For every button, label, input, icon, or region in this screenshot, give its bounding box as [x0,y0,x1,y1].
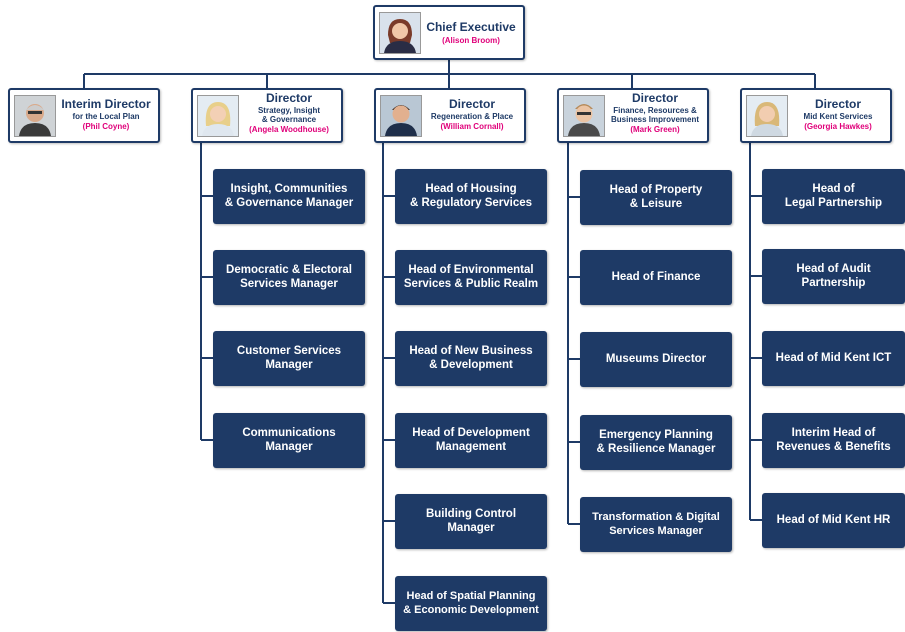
role-box: Emergency Planning & Resilience Manager [580,415,732,470]
director-title: Director [631,91,678,105]
role-box: Interim Head of Revenues & Benefits [762,413,905,468]
role-box: Head of Mid Kent ICT [762,331,905,386]
role-box: Insight, Communities & Governance Manage… [213,169,365,224]
director-title: Director [265,91,312,105]
chief-executive-card: Chief Executive (Alison Broom) [373,5,525,60]
director-photo [197,95,239,137]
role-box: Museums Director [580,332,732,387]
role-box: Head of Legal Partnership [762,169,905,224]
director-subtitle: for the Local Plan [72,111,140,121]
role-box: Building Control Manager [395,494,547,549]
role-box: Transformation & Digital Services Manage… [580,497,732,552]
director-name: (Angela Woodhouse) [249,125,329,135]
role-box: Head of Spatial Planning & Economic Deve… [395,576,547,631]
director-name: (Georgia Hawkes) [804,121,872,131]
role-box: Communications Manager [213,413,365,468]
role-box: Democratic & Electoral Services Manager [213,250,365,305]
role-box: Head of Finance [580,250,732,305]
director-photo [380,95,422,137]
director-subtitle: Finance, Resources & Business Improvemen… [610,105,700,124]
chief-executive-name: (Alison Broom) [442,35,500,45]
chief-executive-photo [379,12,421,54]
director-title: Director [814,97,861,111]
director-subtitle: Strategy, Insight & Governance [257,105,321,124]
director-card-finance: Director Finance, Resources & Business I… [557,88,709,143]
director-photo [14,95,56,137]
director-title: Director [448,97,495,111]
role-box: Head of Housing & Regulatory Services [395,169,547,224]
role-box: Head of Environmental Services & Public … [395,250,547,305]
director-name: (Mark Green) [630,125,680,135]
director-subtitle: Regeneration & Place [430,111,514,121]
director-subtitle: Mid Kent Services [803,111,873,121]
role-box: Head of Development Management [395,413,547,468]
chief-executive-title: Chief Executive [426,20,516,34]
director-photo [563,95,605,137]
director-name: (William Cornall) [440,121,504,131]
director-photo [746,95,788,137]
director-card-regeneration: Director Regeneration & Place (William C… [374,88,526,143]
director-name: (Phil Coyne) [82,121,130,131]
role-box: Head of Property & Leisure [580,170,732,225]
role-box: Head of New Business & Development [395,331,547,386]
role-box: Head of Mid Kent HR [762,493,905,548]
director-card-local-plan: Interim Director for the Local Plan (Phi… [8,88,160,143]
director-title: Interim Director [61,97,151,111]
role-box: Head of Audit Partnership [762,249,905,304]
director-card-strategy: Director Strategy, Insight & Governance … [191,88,343,143]
role-box: Customer Services Manager [213,331,365,386]
director-card-mid-kent: Director Mid Kent Services (Georgia Hawk… [740,88,892,143]
